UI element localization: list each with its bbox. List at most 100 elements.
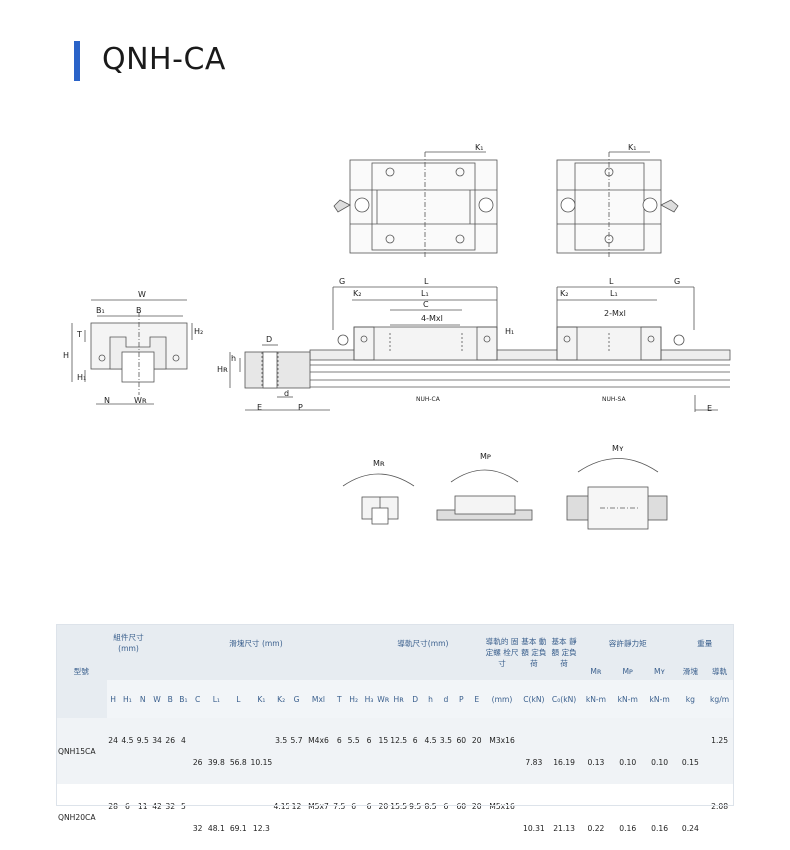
cell: 34 xyxy=(150,718,164,784)
label-h-rail: h xyxy=(231,354,236,363)
cell: 0.16 xyxy=(643,784,676,850)
header-col: H xyxy=(106,680,120,718)
header-weight-group: 重量 xyxy=(675,624,734,662)
label-hr: Hʀ xyxy=(217,365,228,374)
cell: 7.5 xyxy=(332,784,346,850)
header-col: G xyxy=(288,680,305,718)
header-col: d xyxy=(438,680,454,718)
side-view-ca xyxy=(332,286,498,361)
cell: 8.5 xyxy=(422,784,439,850)
header-bolt-unit: (mm) xyxy=(484,680,520,718)
cell: M5x7 xyxy=(304,784,333,850)
cell: 16.19 xyxy=(548,718,580,784)
label-p-rail: P xyxy=(298,403,303,412)
label-k1: K₁ xyxy=(475,143,483,152)
cell: 3.5 xyxy=(438,718,454,784)
header-col: H₂ xyxy=(345,680,362,718)
header-mr-unit: kN-m xyxy=(580,680,612,718)
cell: 69.1 xyxy=(227,784,250,850)
header-mp-unit: kN-m xyxy=(611,680,644,718)
cell: 6 xyxy=(119,784,136,850)
cell: 4.5 xyxy=(422,718,439,784)
header-col: H₃ xyxy=(361,680,377,718)
cell: 0.13 xyxy=(580,718,612,784)
header-col: W xyxy=(150,680,164,718)
cell: 4.15 xyxy=(273,784,289,850)
cell: 42 xyxy=(150,784,164,850)
label-l1-sa: L₁ xyxy=(610,289,618,298)
label-d-small: d xyxy=(284,389,289,398)
label-l-sa: L xyxy=(609,277,614,286)
label-h2: H₂ xyxy=(194,327,203,336)
cell: 1.25 xyxy=(705,718,734,784)
cell: 20 xyxy=(376,784,390,850)
cell: 12.3 xyxy=(249,784,274,850)
cell: 6 xyxy=(438,784,454,850)
label-k2-sa: K₂ xyxy=(560,289,568,298)
header-rail-group: 導軌尺寸(mm) xyxy=(361,624,485,662)
cell: 0.10 xyxy=(611,718,644,784)
label-t: T xyxy=(76,330,82,339)
cell: 10.31 xyxy=(519,784,549,850)
end-view xyxy=(71,299,193,405)
header-col: K₁ xyxy=(249,680,274,718)
header-weight-rail: 導軌 xyxy=(705,662,734,680)
spec-table: 型號 組件尺寸 (mm) 滑塊尺寸 (mm) 導軌尺寸(mm) 導軌的 固定螺 … xyxy=(56,624,734,850)
cell: 15 xyxy=(376,718,390,784)
cell: 9.5 xyxy=(135,718,151,784)
cell: 6 xyxy=(332,718,346,784)
label-h1: H₁ xyxy=(77,373,86,382)
label-g-sa: G xyxy=(674,277,680,286)
cell: 7.83 xyxy=(519,718,549,784)
moment-roll-icon xyxy=(342,473,415,525)
top-view-sa xyxy=(556,151,679,258)
rail-section xyxy=(229,344,330,411)
cell: M5x16 xyxy=(484,784,520,850)
cell: 32 xyxy=(189,784,206,850)
cell: 56.8 xyxy=(227,718,250,784)
cell: 6 xyxy=(345,784,362,850)
cell: 24 xyxy=(106,718,120,784)
cell: 48.1 xyxy=(205,784,228,850)
cell: 26 xyxy=(189,718,206,784)
header-col: Mxl xyxy=(304,680,333,718)
label-e-sa: E xyxy=(707,404,712,413)
header-dynamic-group: 基本 動額 定負荷 xyxy=(519,624,549,680)
header-static-group: 基本 靜額 定負荷 xyxy=(548,624,580,680)
label-2mxl: 2-Mxl xyxy=(604,309,626,318)
header-col: E xyxy=(468,680,485,718)
label-my: Mʏ xyxy=(612,444,624,453)
header-col: D xyxy=(407,680,423,718)
cell: 32 xyxy=(163,784,177,850)
header-block-kg-unit: kg xyxy=(675,680,706,718)
label-l1: L₁ xyxy=(421,289,429,298)
label-h1-side: H₁ xyxy=(505,327,514,336)
cell: 6 xyxy=(361,718,377,784)
table-header-moment-symbols: Mʀ Mᴘ Mʏ 滑塊 導軌 xyxy=(56,662,734,680)
cell: 12 xyxy=(288,784,305,850)
label-4mxl: 4-Mxl xyxy=(421,314,443,323)
header-rail-kgm-unit: kg/m xyxy=(705,680,734,718)
cell: 6 xyxy=(361,784,377,850)
cell: 0.15 xyxy=(675,718,706,784)
label-k2: K₂ xyxy=(353,289,361,298)
cell: 60 xyxy=(453,718,469,784)
label-d-rail: D xyxy=(266,335,272,344)
cell: 5 xyxy=(176,784,190,850)
cell: 28 xyxy=(106,784,120,850)
header-model: 型號 xyxy=(56,624,107,718)
header-col: H₁ xyxy=(119,680,136,718)
moment-yaw-icon xyxy=(566,458,668,530)
cell: 20 xyxy=(468,784,485,850)
label-mr: Mʀ xyxy=(373,459,385,468)
cell: 9.5 xyxy=(407,784,423,850)
table-header-groups: 型號 組件尺寸 (mm) 滑塊尺寸 (mm) 導軌尺寸(mm) 導軌的 固定螺 … xyxy=(56,624,734,718)
header-col: Hʀ xyxy=(389,680,408,718)
label-c: C xyxy=(423,300,429,309)
cell: M4x6 xyxy=(304,718,333,784)
technical-drawing: K₁ K₁ G L K₂ L₁ C 4-Mxl H₁ L G K₂ L₁ 2-M… xyxy=(63,143,731,530)
header-my-unit: kN-m xyxy=(643,680,676,718)
cell: 0.22 xyxy=(580,784,612,850)
label-e-rail: E xyxy=(257,403,262,412)
header-col: N xyxy=(135,680,151,718)
